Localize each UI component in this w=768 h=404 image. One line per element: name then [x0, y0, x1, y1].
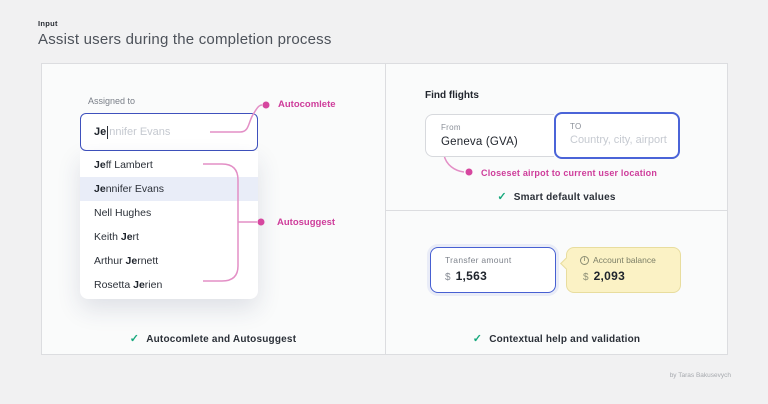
- to-field-input[interactable]: [570, 134, 674, 146]
- to-field[interactable]: TO: [554, 112, 680, 159]
- transfer-amount-value: 1,563: [455, 269, 488, 283]
- autosuggest-annotation: Autosuggest: [277, 217, 336, 228]
- from-field[interactable]: From Geneva (GVA): [425, 114, 554, 157]
- text-caret: [107, 125, 109, 139]
- account-balance-value: 2,093: [593, 269, 626, 283]
- vertical-divider: [385, 63, 386, 355]
- page-title: Assist users during the completion proce…: [38, 31, 332, 48]
- info-icon: i: [580, 255, 589, 265]
- from-field-label: From: [441, 123, 461, 132]
- autocomplete-ghost-text: nnifer Evans: [109, 126, 171, 138]
- transfer-amount-label: Transfer amount: [445, 255, 512, 265]
- check-icon: ✓: [497, 191, 507, 203]
- assigned-to-label: Assigned to: [88, 96, 136, 106]
- find-flights-title: Find flights: [425, 90, 479, 101]
- typed-text: Je: [94, 126, 107, 138]
- section-kicker: Input: [38, 19, 58, 28]
- from-field-value: Geneva (GVA): [441, 136, 518, 148]
- autocomplete-annotation: Autocomlete: [278, 99, 336, 110]
- currency-symbol: $: [445, 272, 451, 283]
- to-field-label: TO: [570, 122, 582, 131]
- author-credit: by Taras Bakusevych: [669, 372, 731, 379]
- transfer-amount-field[interactable]: Transfer amount $ 1,563: [430, 247, 556, 293]
- suggestion-item[interactable]: Nell Hughes: [94, 207, 152, 219]
- account-balance-label: Account balance: [593, 255, 656, 265]
- account-balance-tooltip: i Account balance $ 2,093: [566, 247, 681, 293]
- right-panel-caption: ✓Contextual help and validation: [472, 333, 641, 345]
- check-icon: ✓: [129, 333, 140, 345]
- horizontal-divider: [385, 210, 728, 211]
- smart-defaults-caption: ✓Smart default values: [497, 191, 616, 203]
- check-icon: ✓: [472, 333, 483, 345]
- left-panel-caption: ✓Autocomlete and Autosuggest: [129, 333, 297, 345]
- currency-symbol: $: [583, 272, 589, 283]
- closest-airport-annotation: Closeset airpot to current user location: [481, 168, 658, 178]
